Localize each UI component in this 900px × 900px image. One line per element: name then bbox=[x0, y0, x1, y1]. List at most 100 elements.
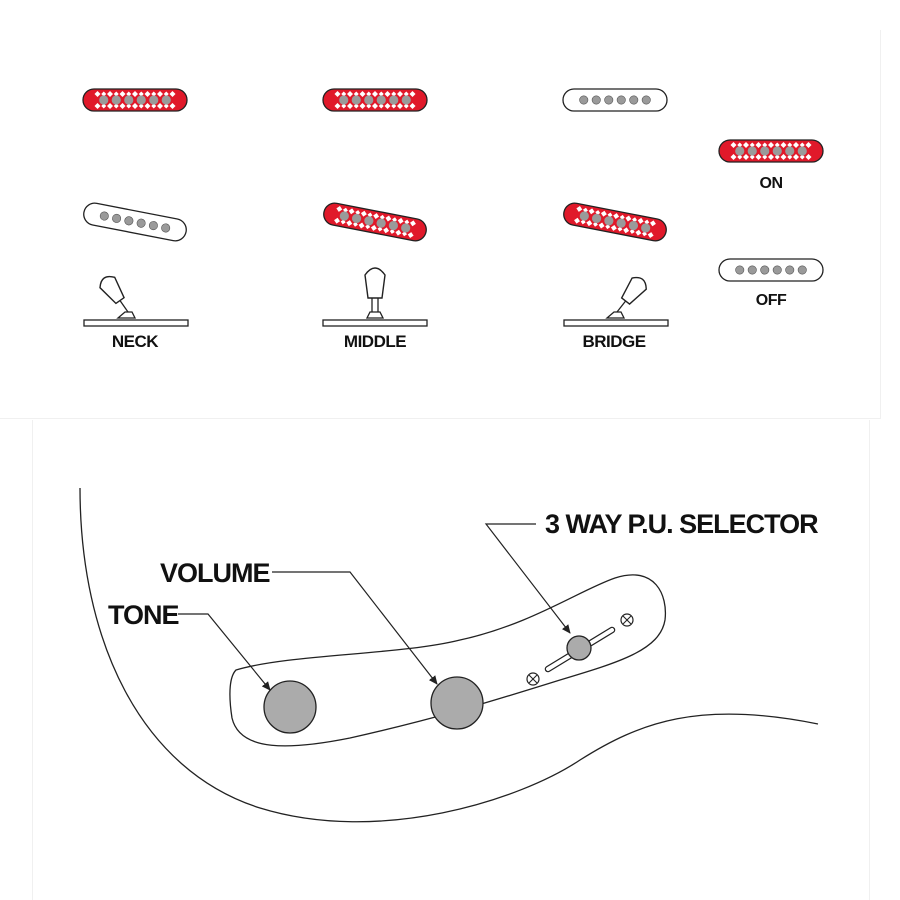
pole-piece bbox=[760, 265, 770, 275]
pickup-pattern-mark bbox=[392, 217, 398, 223]
pickup-pattern-mark bbox=[623, 227, 630, 234]
legend-on-pickup bbox=[718, 139, 824, 163]
pole-piece bbox=[339, 211, 349, 221]
pickup-pattern-mark bbox=[743, 154, 749, 160]
legend-off-label: OFF bbox=[756, 292, 787, 309]
pickup-pattern-mark bbox=[334, 103, 341, 109]
pickup-pattern-mark bbox=[409, 103, 416, 109]
pickup-pattern-mark bbox=[373, 213, 380, 220]
pole-piece bbox=[747, 146, 757, 156]
pickup-pattern-mark bbox=[352, 221, 358, 227]
pickup-pattern-mark bbox=[377, 226, 383, 232]
neck-upper-pickup bbox=[82, 88, 188, 112]
middle-switch-icon bbox=[322, 267, 428, 327]
bridge-upper-pickup bbox=[562, 88, 668, 112]
pickup-body-on bbox=[563, 202, 667, 242]
pickup-pattern-mark bbox=[598, 222, 605, 229]
pickup-pattern-mark bbox=[617, 226, 623, 232]
pole-piece bbox=[351, 95, 361, 105]
pole-piece bbox=[99, 211, 109, 221]
pickup-pattern-mark bbox=[341, 103, 347, 109]
pickup-pattern-mark bbox=[635, 229, 642, 236]
pickup-pattern-mark bbox=[379, 214, 385, 220]
pickup-pattern-mark bbox=[397, 91, 403, 97]
pickup-pattern-mark bbox=[163, 91, 169, 97]
pickup-pattern-mark bbox=[410, 220, 416, 227]
pole-piece bbox=[124, 95, 134, 105]
pickup-pattern-mark bbox=[389, 229, 395, 234]
pickup-pattern-mark bbox=[163, 103, 169, 109]
pickup-pattern-mark bbox=[353, 91, 359, 97]
pickup-pattern-mark bbox=[774, 154, 780, 160]
pickup-pattern-mark bbox=[107, 103, 113, 109]
pickup-body-off bbox=[83, 202, 187, 242]
pickup-pattern-mark bbox=[132, 91, 138, 97]
pole-piece bbox=[376, 218, 386, 228]
pickup-pattern-mark bbox=[355, 210, 361, 215]
pickup-pattern-mark bbox=[404, 219, 410, 225]
pickup-pattern-mark bbox=[637, 217, 644, 224]
pickup-pattern-mark bbox=[113, 103, 119, 109]
bridge-switch-icon bbox=[563, 276, 669, 327]
pole-piece bbox=[591, 213, 602, 224]
pickup-pattern-mark bbox=[348, 208, 355, 215]
pole-piece bbox=[161, 95, 171, 105]
pole-piece bbox=[616, 95, 626, 105]
pickup-pattern-mark bbox=[586, 220, 593, 227]
pickup-selector-switch[interactable] bbox=[544, 626, 616, 673]
pickup-pattern-mark bbox=[730, 154, 737, 160]
pickup-pattern-mark bbox=[360, 210, 367, 217]
pickup-pattern-mark bbox=[395, 229, 402, 236]
middle-upper-pickup bbox=[322, 88, 428, 112]
pickup-pattern-mark bbox=[94, 103, 101, 109]
pickup-pattern-mark bbox=[359, 91, 366, 97]
pickup-pattern-mark bbox=[119, 103, 126, 109]
pickup-pattern-mark bbox=[358, 222, 365, 229]
pole-piece bbox=[629, 95, 639, 105]
legend-on-label: ON bbox=[760, 175, 783, 192]
pickup-pattern-mark bbox=[340, 219, 346, 225]
pickup-pattern-mark bbox=[600, 210, 607, 217]
pole-piece bbox=[772, 146, 782, 156]
pickup-pattern-mark bbox=[138, 103, 144, 109]
pickup-pattern-mark bbox=[805, 142, 812, 148]
pickup-pattern-mark bbox=[384, 91, 391, 97]
pole-piece bbox=[376, 95, 386, 105]
screw-icon bbox=[620, 613, 634, 627]
screw-icon bbox=[526, 672, 540, 686]
pole-piece bbox=[401, 95, 411, 105]
pickup-pattern-mark bbox=[402, 231, 407, 237]
pickup-pattern-mark bbox=[157, 91, 163, 97]
pickup-pattern-mark bbox=[334, 91, 341, 97]
pickup-pattern-mark bbox=[588, 208, 595, 215]
pickup-pattern-mark bbox=[805, 154, 812, 160]
pickup-pattern-mark bbox=[619, 214, 625, 220]
pickup-pattern-mark bbox=[107, 91, 113, 97]
neck-position: NECK bbox=[82, 88, 189, 351]
pickup-pattern-mark bbox=[576, 206, 583, 212]
pickup-pattern-mark bbox=[151, 91, 157, 97]
pickup-pattern-mark bbox=[632, 217, 638, 223]
pickup-pattern-mark bbox=[787, 154, 793, 160]
pole-piece bbox=[797, 146, 807, 156]
pole-piece bbox=[111, 95, 121, 105]
control-plate bbox=[229, 574, 667, 747]
pickup-pattern-mark bbox=[347, 103, 353, 109]
pickup-pattern-mark bbox=[151, 103, 157, 109]
pole-piece bbox=[604, 95, 614, 105]
volume-knob[interactable] bbox=[430, 676, 484, 730]
pickup-pattern-mark bbox=[169, 103, 176, 109]
pickup-pattern-mark bbox=[780, 154, 787, 160]
pickup-pattern-mark bbox=[768, 154, 774, 160]
pickup-pattern-mark bbox=[787, 142, 793, 148]
pickup-pattern-mark bbox=[341, 91, 347, 97]
pickup-pattern-mark bbox=[343, 207, 348, 213]
pickup-pattern-mark bbox=[366, 103, 372, 109]
tone-knob[interactable] bbox=[263, 680, 317, 734]
middle-label: MIDDLE bbox=[344, 332, 406, 351]
pickup-body-off bbox=[718, 258, 824, 282]
pickup-pattern-mark bbox=[138, 91, 144, 97]
pickup-pattern-mark bbox=[113, 91, 119, 97]
middle-lower-pickup bbox=[323, 202, 427, 242]
pickup-pattern-mark bbox=[353, 103, 359, 109]
